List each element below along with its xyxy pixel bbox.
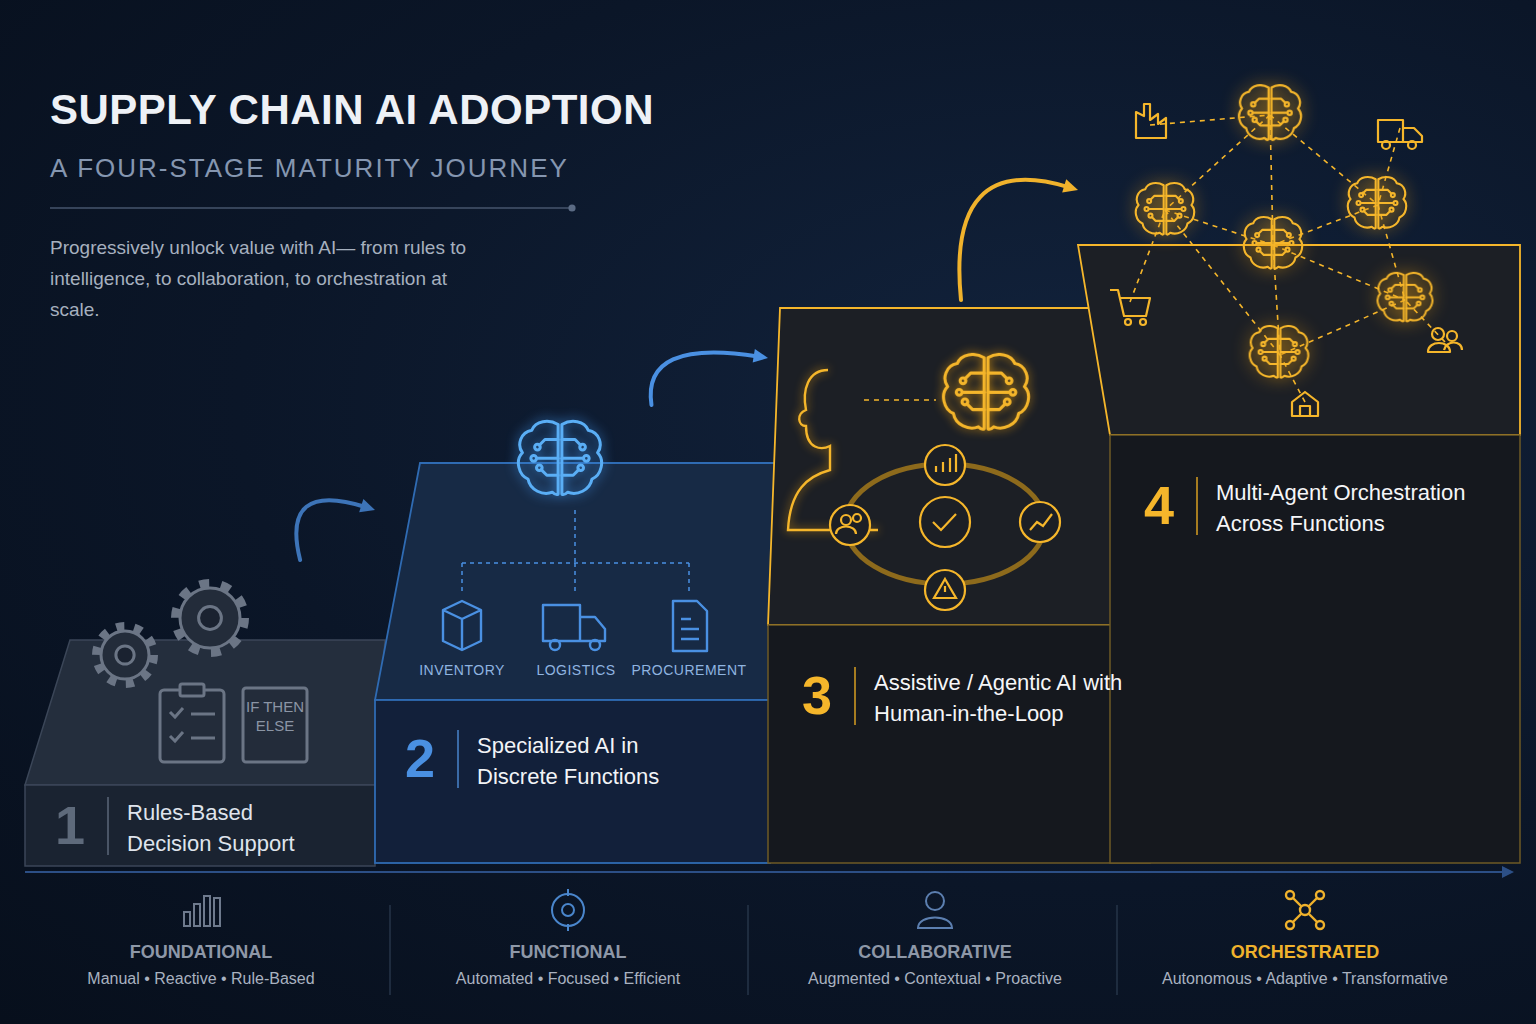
step-block	[375, 405, 807, 863]
step-label: Rules-Based Decision Support	[127, 797, 327, 859]
arrow-line	[296, 500, 365, 560]
step-divider	[107, 797, 109, 855]
maturity-step: 4 Multi-Agent Orchestration Across Functi…	[1078, 90, 1524, 863]
progress-arrow	[296, 499, 375, 560]
stage-name: COLLABORATIVE	[765, 941, 1105, 964]
progress-arrow	[959, 179, 1078, 300]
step-number: 1	[55, 797, 85, 853]
step-label: Multi-Agent Orchestration Across Functio…	[1216, 477, 1516, 539]
stage-name: FUNCTIONAL	[398, 941, 738, 964]
progress-arrow	[651, 349, 768, 405]
step-block	[768, 300, 1154, 863]
step-front: 1 Rules-Based Decision Support	[55, 797, 327, 859]
step-number: 3	[802, 667, 832, 723]
arrow-head	[753, 349, 768, 363]
step-divider	[1196, 477, 1198, 535]
arrow-line	[959, 180, 1068, 300]
function-label: PROCUREMENT	[624, 661, 754, 679]
step-label: Specialized AI in Discrete Functions	[477, 730, 697, 792]
arrow-line	[651, 352, 758, 405]
stage-traits: Augmented • Contextual • Proactive	[760, 969, 1110, 989]
stage-traits: Autonomous • Adaptive • Transformative	[1125, 969, 1485, 989]
subtitle: A FOUR-STAGE MATURITY JOURNEY	[50, 152, 610, 185]
stage-traits: Automated • Focused • Efficient	[393, 969, 743, 989]
maturity-step: 2 Specialized AI in Discrete Functions	[375, 405, 807, 863]
stage-name: ORCHESTRATED	[1135, 941, 1475, 964]
maturity-step: 3 Assistive / Agentic AI with Human-in-th…	[768, 300, 1154, 863]
step-front: 2 Specialized AI in Discrete Functions	[405, 730, 697, 792]
step-divider	[854, 667, 856, 725]
step-label: Assistive / Agentic AI with Human-in-the…	[874, 667, 1136, 729]
arrow-head	[1062, 179, 1078, 192]
stage-name: FOUNDATIONAL	[31, 941, 371, 964]
function-label: INVENTORY	[397, 661, 527, 679]
rule-box-text: IF THEN ELSE	[243, 697, 307, 735]
arrow-head	[359, 499, 375, 512]
step-front: 4 Multi-Agent Orchestration Across Functi…	[1144, 477, 1516, 539]
step-front: 3 Assistive / Agentic AI with Human-in-th…	[802, 667, 1136, 729]
stage-traits: Manual • Reactive • Rule-Based	[26, 969, 376, 989]
step-divider	[457, 730, 459, 788]
step-number: 4	[1144, 477, 1174, 533]
maturity-step: 1 Rules-Based Decision Support	[25, 560, 387, 866]
page-title: SUPPLY CHAIN AI ADOPTION	[50, 86, 654, 134]
step-number: 2	[405, 730, 435, 786]
description: Progressively unlock value with AI— from…	[50, 232, 470, 325]
function-label: LOGISTICS	[521, 661, 631, 679]
